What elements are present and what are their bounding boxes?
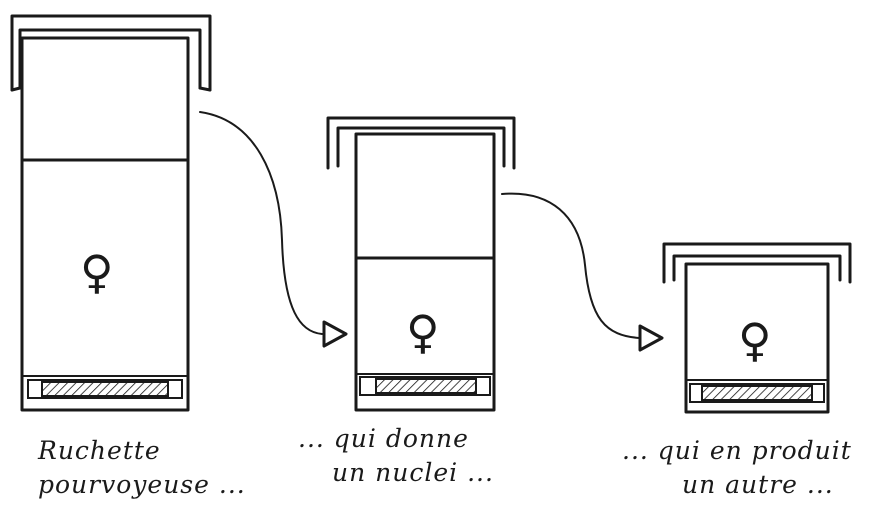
hive-1-roof xyxy=(12,16,210,90)
caption-1-line-1: Ruchette xyxy=(38,434,246,468)
caption-1-line-2: pourvoyeuse ... xyxy=(38,468,246,502)
caption-2-line-2: un nuclei ... xyxy=(298,456,494,490)
arrow-1 xyxy=(200,112,346,346)
hive-1-body xyxy=(22,38,188,410)
caption-3-line-1: ... qui en produit xyxy=(622,434,852,468)
arrow-2 xyxy=(502,194,662,350)
hive-1-entrance xyxy=(28,380,182,398)
caption-qui-donne: ... qui donne un nuclei ... xyxy=(298,422,494,490)
caption-qui-en-produit: ... qui en produit un autre ... xyxy=(622,434,852,502)
hive-3: ♀ xyxy=(664,244,850,412)
caption-ruchette-pourvoyeuse: Ruchette pourvoyeuse ... xyxy=(38,434,246,502)
hive-2-entrance xyxy=(360,377,490,395)
queen-symbol-2: ♀ xyxy=(406,305,440,359)
queen-symbol-1: ♀ xyxy=(80,245,114,299)
hive-3-entrance xyxy=(690,384,824,402)
hive-1: ♀ xyxy=(12,16,210,410)
hive-2: ♀ xyxy=(328,118,514,410)
queen-symbol-3: ♀ xyxy=(738,313,772,367)
hive-2-body xyxy=(356,134,494,410)
caption-2-line-1: ... qui donne xyxy=(298,422,494,456)
caption-3-line-2: un autre ... xyxy=(622,468,852,502)
